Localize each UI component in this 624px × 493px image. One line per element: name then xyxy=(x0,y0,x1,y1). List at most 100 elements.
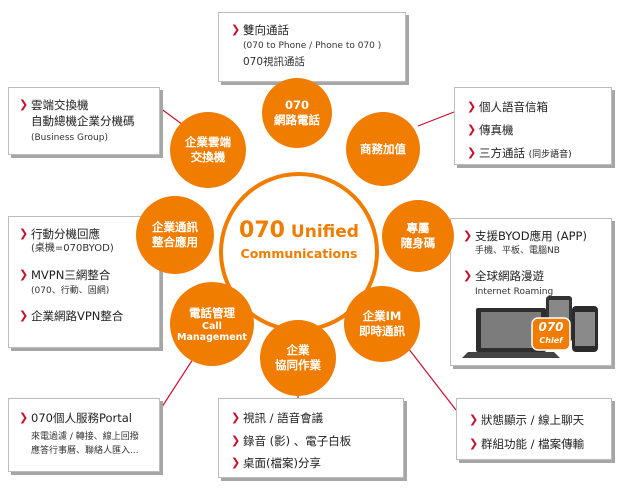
video-conference: ❯視訊 / 語音會議 xyxy=(231,411,324,425)
node-call-management-line-2: Call xyxy=(202,320,222,332)
arrow-icon: ❯ xyxy=(231,23,241,36)
desktop-sharing-label: 桌面(檔案)分享 xyxy=(243,456,321,470)
node-cloud-pbx: 企業雲端 交換機 xyxy=(170,112,246,188)
global-roaming-label: 全球網路漫遊 xyxy=(475,269,544,283)
node-dedicated-mobile-line-1: 專屬 xyxy=(406,221,430,235)
node-enterprise-comm-integration: 企業通訊 整合應用 xyxy=(136,196,214,274)
center-subtitle: Communications xyxy=(240,246,358,261)
personal-portal: ❯070個人服務Portal xyxy=(19,411,132,425)
cloud-pbx: ❯雲端交換機 xyxy=(19,98,89,112)
node-cloud-pbx-line-2: 交換機 xyxy=(190,150,226,164)
presence-chat: ❯狀態顯示 / 線上聊天 xyxy=(469,413,585,427)
business-group-label: (Business Group) xyxy=(31,133,108,143)
app-badge-label: Chief xyxy=(539,336,563,345)
node-call-management: 電話管理 Call Management xyxy=(170,282,254,366)
center-title-number: 070 xyxy=(239,218,285,243)
mvpn-integration-detail: (070、行動、固網) xyxy=(31,286,110,296)
box-enterprise-integration: ❯行動分機回應 (桌機=070BYOD) ❯MVPN三網整合 (070、行動、固… xyxy=(8,216,160,348)
group-file-transfer-label: 群組功能 / 檔案傳輸 xyxy=(481,437,585,451)
connector-bottom-right xyxy=(407,347,457,411)
box-enterprise-im: ❯狀態顯示 / 線上聊天 ❯群組功能 / 檔案傳輸 xyxy=(456,398,612,460)
internet-roaming: Internet Roaming xyxy=(475,287,554,297)
video-call-label: 070視訊通話 xyxy=(243,56,306,68)
presence-chat-label: 狀態顯示 / 線上聊天 xyxy=(481,413,585,427)
vpn-integration-label: 企業網路VPN整合 xyxy=(31,309,124,323)
arrow-icon: ❯ xyxy=(469,437,479,450)
voicemail-label: 個人語音信箱 xyxy=(479,100,548,114)
arrow-icon: ❯ xyxy=(19,268,29,281)
node-collaboration: 企業 協同作業 xyxy=(260,320,336,396)
mobile-extension-label: 行動分機回應 xyxy=(31,227,100,241)
arrow-icon: ❯ xyxy=(19,227,29,240)
mobile-extension-detail: (桌機=070BYOD) xyxy=(31,243,114,254)
recording-whiteboard-label: 錄音 (影) 、電子白板 xyxy=(243,434,352,448)
recording-whiteboard: ❯錄音 (影) 、電子白板 xyxy=(231,434,352,448)
node-enterprise-comm-integration-line-1: 企業通訊 xyxy=(152,220,198,234)
mvpn-integration: ❯MVPN三網整合 xyxy=(19,268,111,282)
center-title: 070 Unified xyxy=(223,218,375,243)
fax-label: 傳真機 xyxy=(479,123,514,137)
three-way-call: ❯三方通話 (同步語音) xyxy=(467,146,572,162)
two-way-calling-label: 雙向通話 xyxy=(243,23,289,37)
device-illustration xyxy=(462,296,598,358)
node-business-vas-line-1: 商務加值 xyxy=(360,141,406,156)
arrow-icon: ❯ xyxy=(231,411,241,424)
box-two-way-calling: ❯雙向通話 (070 to Phone / Phone to 070 ) 070… xyxy=(218,12,406,82)
arrow-icon: ❯ xyxy=(467,146,477,159)
fax: ❯傳真機 xyxy=(467,123,514,137)
laptop-display xyxy=(481,312,541,348)
byod-devices: 手機、平板、電腦NB xyxy=(475,246,560,256)
node-call-management-line-1: 電話管理 xyxy=(189,305,235,320)
portal-feature-line-2: 應答行事曆、聯絡人匯入... xyxy=(31,446,139,456)
app-icon xyxy=(531,317,571,351)
video-conference-label: 視訊 / 語音會議 xyxy=(243,411,324,425)
box-cloud-pbx: ❯雲端交換機 自動總機企業分機碼 (Business Group) xyxy=(8,87,160,155)
node-network-phone-line-1: 070 xyxy=(284,98,309,112)
arrow-icon: ❯ xyxy=(231,456,241,469)
app-badge-number: 070 xyxy=(538,320,564,334)
portal-feature-line-1: 來電過濾 / 轉接、線上回撥 xyxy=(31,432,139,442)
box-dedicated-mobile: ❯支援BYOD應用 (APP) 手機、平板、電腦NB ❯全球網路漫遊 Inter… xyxy=(450,218,612,366)
laptop-base xyxy=(462,352,560,358)
arrow-icon: ❯ xyxy=(231,434,241,447)
arrow-icon: ❯ xyxy=(19,98,29,111)
three-way-call-detail: (同步語音) xyxy=(528,150,572,160)
connector-top-right xyxy=(417,111,455,127)
node-dedicated-mobile-line-2: 隨身碼 xyxy=(400,236,436,250)
arrow-icon: ❯ xyxy=(19,411,29,424)
two-way-calling-detail: (070 to Phone / Phone to 070 ) xyxy=(243,41,382,51)
mvpn-integration-label: MVPN三網整合 xyxy=(31,268,111,282)
voicemail: ❯個人語音信箱 xyxy=(467,100,548,114)
arrow-icon: ❯ xyxy=(467,123,477,136)
arrow-icon: ❯ xyxy=(19,309,29,322)
node-enterprise-im-line-2: 即時通訊 xyxy=(359,324,405,338)
cloud-pbx-label: 雲端交換機 xyxy=(31,98,89,112)
three-way-call-label: 三方通話 xyxy=(479,146,525,160)
byod-support-label: 支援BYOD應用 (APP) xyxy=(475,229,587,243)
node-dedicated-mobile: 專屬 隨身碼 xyxy=(382,200,454,272)
arrow-icon: ❯ xyxy=(463,229,473,242)
personal-portal-label: 070個人服務Portal xyxy=(31,411,132,425)
vpn-integration: ❯企業網路VPN整合 xyxy=(19,309,124,323)
node-collaboration-line-2: 協同作業 xyxy=(275,358,321,372)
mobile-extension: ❯行動分機回應 xyxy=(19,227,100,241)
arrow-icon: ❯ xyxy=(469,413,479,426)
byod-support: ❯支援BYOD應用 (APP) xyxy=(463,229,587,243)
node-enterprise-im-line-1: 企業IM xyxy=(362,309,402,323)
phone-screen xyxy=(575,312,595,346)
box-personal-portal: ❯070個人服務Portal 來電過濾 / 轉接、線上回撥 應答行事曆、聯絡人匯… xyxy=(8,398,160,472)
node-cloud-pbx-line-1: 企業雲端 xyxy=(185,135,231,149)
group-file-transfer: ❯群組功能 / 檔案傳輸 xyxy=(469,437,585,451)
node-enterprise-comm-integration-line-2: 整合應用 xyxy=(152,235,198,249)
arrow-icon: ❯ xyxy=(463,269,473,282)
box-business-vas: ❯個人語音信箱 ❯傳真機 ❯三方通話 (同步語音) xyxy=(454,87,612,165)
box-collaboration: ❯視訊 / 語音會議 ❯錄音 (影) 、電子白板 ❯桌面(檔案)分享 xyxy=(218,398,404,478)
auto-attendant-label: 自動總機企業分機碼 xyxy=(31,114,135,128)
node-enterprise-im: 企業IM 即時通訊 xyxy=(344,286,420,362)
arrow-icon: ❯ xyxy=(467,100,477,113)
node-business-vas: 商務加值 xyxy=(346,112,420,186)
center-title-word: Unified xyxy=(290,222,359,242)
node-call-management-line-3: Management xyxy=(177,331,247,343)
global-roaming: ❯全球網路漫遊 xyxy=(463,269,544,283)
